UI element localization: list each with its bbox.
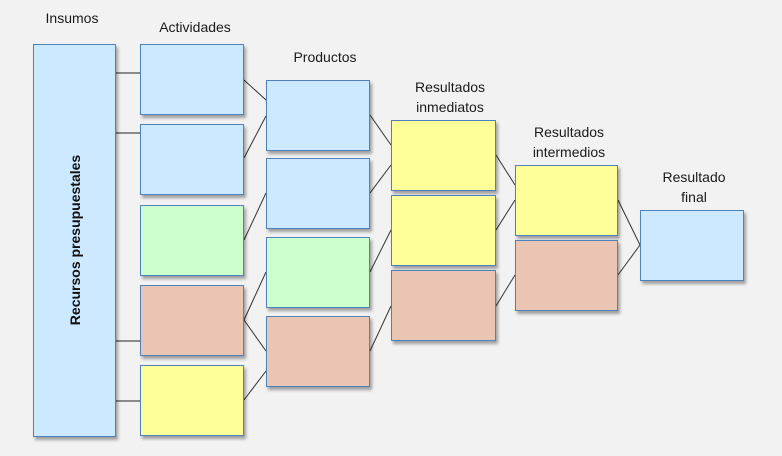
actividad-box-5 [140, 365, 244, 436]
label-actividades: Actividades [159, 19, 231, 35]
links-prod-inm [369, 114, 392, 352]
label-insumos: Insumos [45, 10, 99, 26]
links-act-prod [243, 79, 267, 401]
actividad-box-2 [140, 124, 244, 195]
actividad-box-1 [140, 44, 244, 115]
label-resultado-final: Resultado final [662, 169, 726, 205]
recursos-presupuestales-label: Recursos presupuestales [67, 154, 83, 326]
resultado-intermedio-box-1 [515, 165, 618, 236]
resultado-inmediato-box-3 [391, 270, 496, 341]
actividad-box-4 [140, 285, 244, 356]
recursos-presupuestales-box [33, 44, 116, 437]
producto-box-2 [266, 158, 370, 229]
producto-box-3 [266, 237, 370, 308]
producto-box-1 [266, 80, 370, 151]
label-productos: Productos [293, 49, 357, 65]
actividad-box-3 [140, 205, 244, 276]
label-resultados-intermedios: Resultados intermedios [532, 124, 606, 160]
resultado-final-box [640, 210, 744, 281]
resultado-inmediato-box-2 [391, 195, 496, 266]
links-int-final [617, 199, 641, 276]
links-inm-int [495, 154, 516, 307]
producto-box-4 [266, 316, 370, 387]
label-resultados-inmediatos: Resultados inmediatos [414, 79, 486, 115]
resultado-inmediato-box-1 [391, 120, 496, 191]
resultado-intermedio-box-2 [515, 240, 618, 311]
